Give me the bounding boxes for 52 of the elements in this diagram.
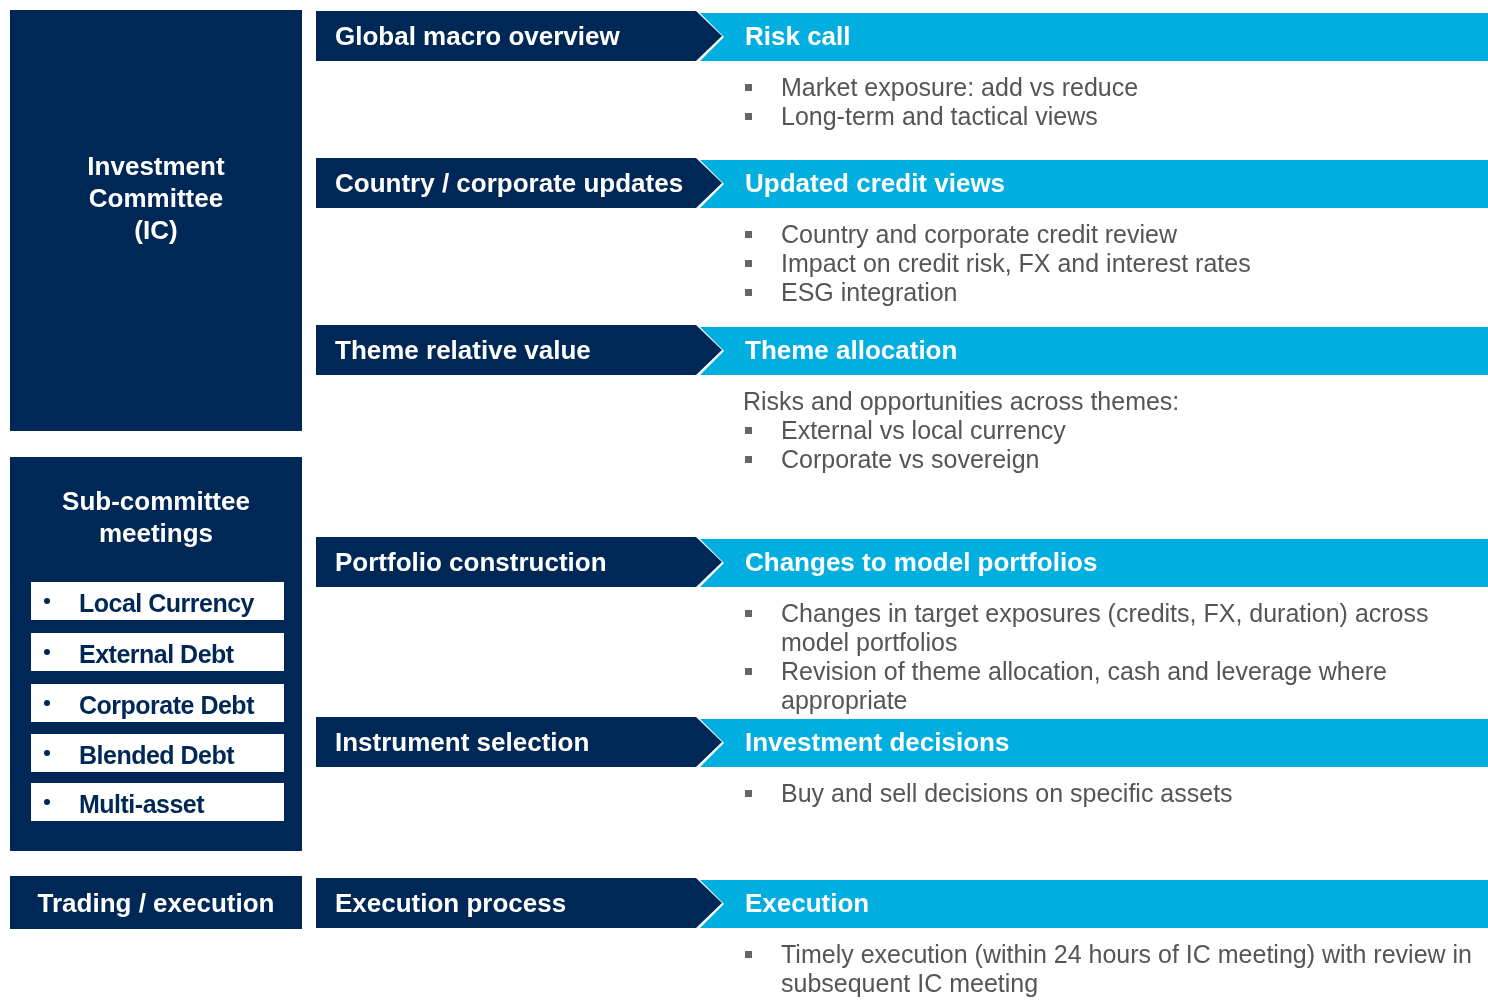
step-label: Global macro overview <box>335 21 620 52</box>
intro-text: Risks and opportunities across themes: <box>743 387 1181 416</box>
sub-committee-box <box>31 582 284 620</box>
outcome-band <box>700 13 1488 61</box>
committee-panel <box>10 457 302 851</box>
process-step-panel <box>316 537 722 587</box>
committee-name: Local Currency <box>79 589 254 617</box>
process-step-panel <box>316 158 722 208</box>
committee-panel <box>10 876 302 929</box>
sub-committee-box <box>31 783 284 821</box>
panel-title: Investment Committee (IC) <box>86 150 226 247</box>
bullet-text: Revision of theme allocation, cash and leverage where appropriate <box>743 657 1488 715</box>
band-heading: Theme allocation <box>745 335 958 366</box>
process-step-panel <box>316 325 722 375</box>
committee-name: Multi-asset <box>79 790 205 818</box>
sub-committee-box <box>31 734 284 772</box>
step-label: Country / corporate updates <box>335 168 684 199</box>
step-label: Instrument selection <box>335 727 590 758</box>
panel-title: Trading / execution <box>36 887 276 920</box>
outcome-band <box>700 719 1488 767</box>
process-step-panel <box>316 717 722 767</box>
panel-title: Sub-committee meetings <box>61 485 251 549</box>
band-heading: Investment decisions <box>745 727 1010 758</box>
outcome-band <box>700 160 1488 208</box>
band-heading: Updated credit views <box>745 168 1006 199</box>
committee-name: Corporate Debt <box>79 691 254 719</box>
bullet-text: ESG integration <box>743 278 1488 307</box>
bullet-text: Long-term and tactical views <box>743 102 1488 131</box>
bullet-text: External vs local currency <box>743 416 1488 445</box>
bullet-text: Timely execution (within 24 hours of IC meeting) with review in subsequent IC meeting <box>743 940 1488 998</box>
outcome-band <box>700 880 1488 928</box>
band-heading: Execution <box>745 888 870 919</box>
sub-committee-box <box>31 684 284 722</box>
band-heading: Changes to model portfolios <box>745 547 1098 578</box>
process-step-panel <box>316 878 722 928</box>
bullet-text: Corporate vs sovereign <box>743 445 1488 474</box>
step-label: Execution process <box>335 888 567 919</box>
step-label: Theme relative value <box>335 335 591 366</box>
committee-name: External Debt <box>79 640 234 668</box>
process-step-panel <box>316 11 722 61</box>
committee-name: Blended Debt <box>79 741 235 769</box>
bullet-text: Market exposure: add vs reduce <box>743 73 1488 102</box>
sub-committee-box <box>31 633 284 671</box>
committee-panel <box>10 10 302 431</box>
band-heading: Risk call <box>745 21 851 52</box>
outcome-band <box>700 539 1488 587</box>
bullet-text: Impact on credit risk, FX and interest rates <box>743 249 1488 278</box>
bullet-text: Country and corporate credit review <box>743 220 1488 249</box>
outcome-band <box>700 327 1488 375</box>
step-label: Portfolio construction <box>335 547 607 578</box>
bullet-text: Changes in target exposures (credits, FX, duration) across model portfolios <box>743 599 1488 657</box>
bullet-text: Buy and sell decisions on specific assets <box>743 779 1488 808</box>
